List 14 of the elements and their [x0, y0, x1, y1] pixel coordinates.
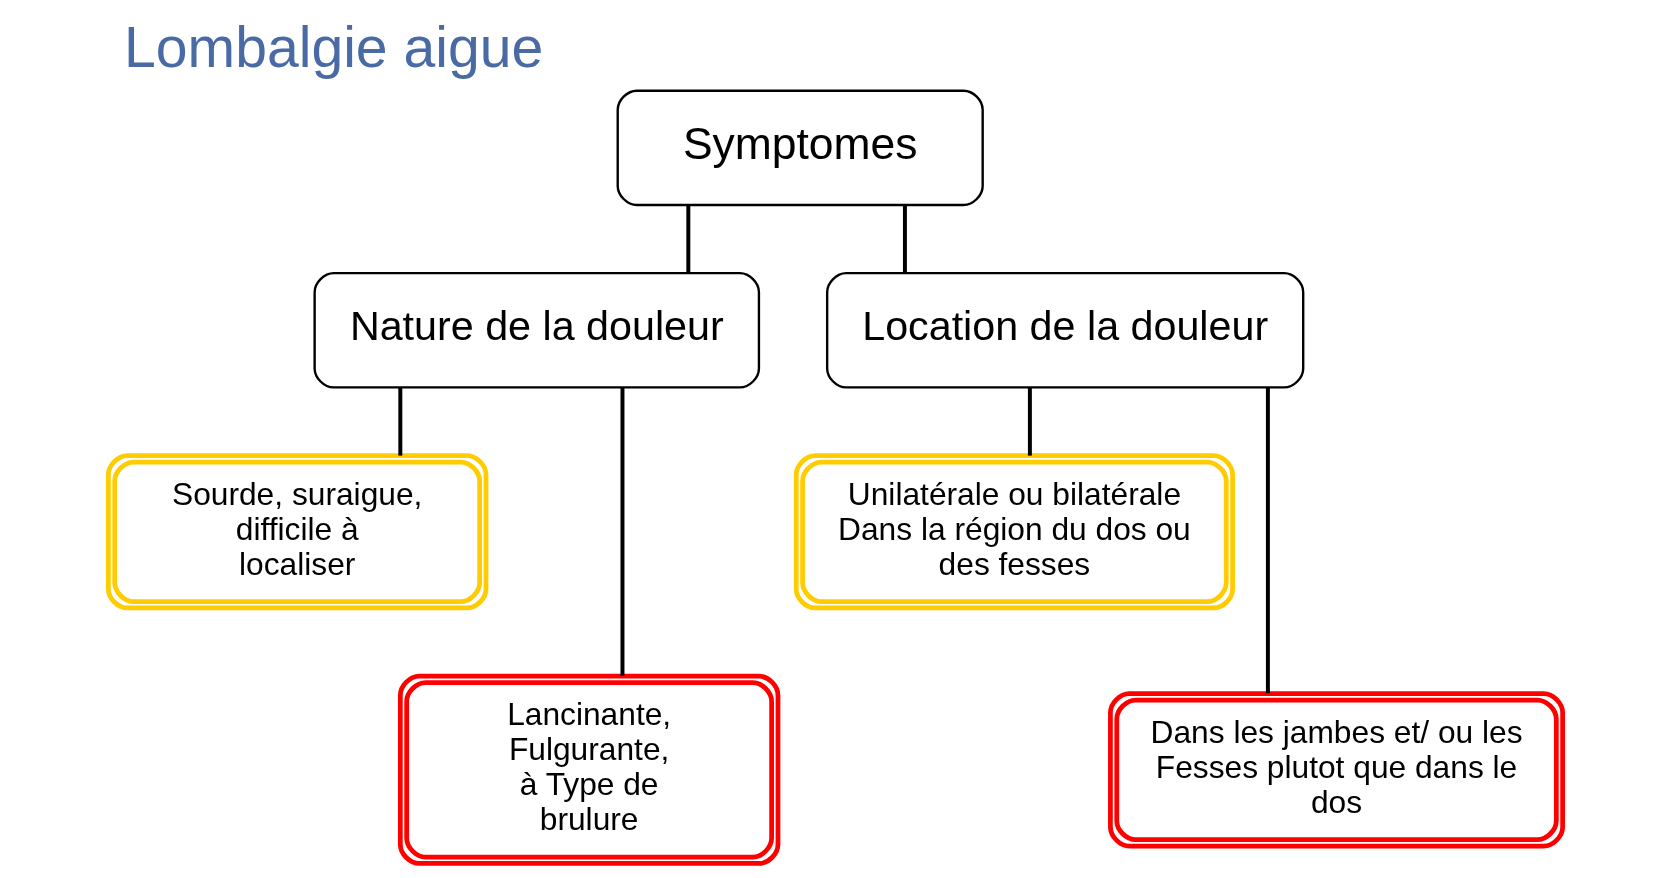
node-box: Sourde, suraigue, difficile à localiser	[105, 453, 489, 611]
connector	[686, 205, 691, 273]
connector	[1027, 387, 1032, 456]
node-box: Dans les jambes et/ ou les Fesses plutot que dans le dos	[1108, 691, 1566, 849]
connector	[398, 387, 403, 456]
node-box: Symptomes	[616, 89, 984, 207]
connector	[1265, 387, 1270, 694]
node-box: Location de la douleur	[825, 272, 1305, 389]
connector	[902, 205, 907, 273]
node-box: Unilatérale ou bilatérale Dans la région du dos ou des fesses	[793, 453, 1235, 611]
node-box: Nature de la douleur	[313, 272, 761, 389]
node-box: Lancinante, Fulgurante, à Type de brulure	[397, 673, 781, 866]
connector	[620, 387, 625, 676]
diagram-title: Lombalgie aigue	[124, 14, 544, 79]
